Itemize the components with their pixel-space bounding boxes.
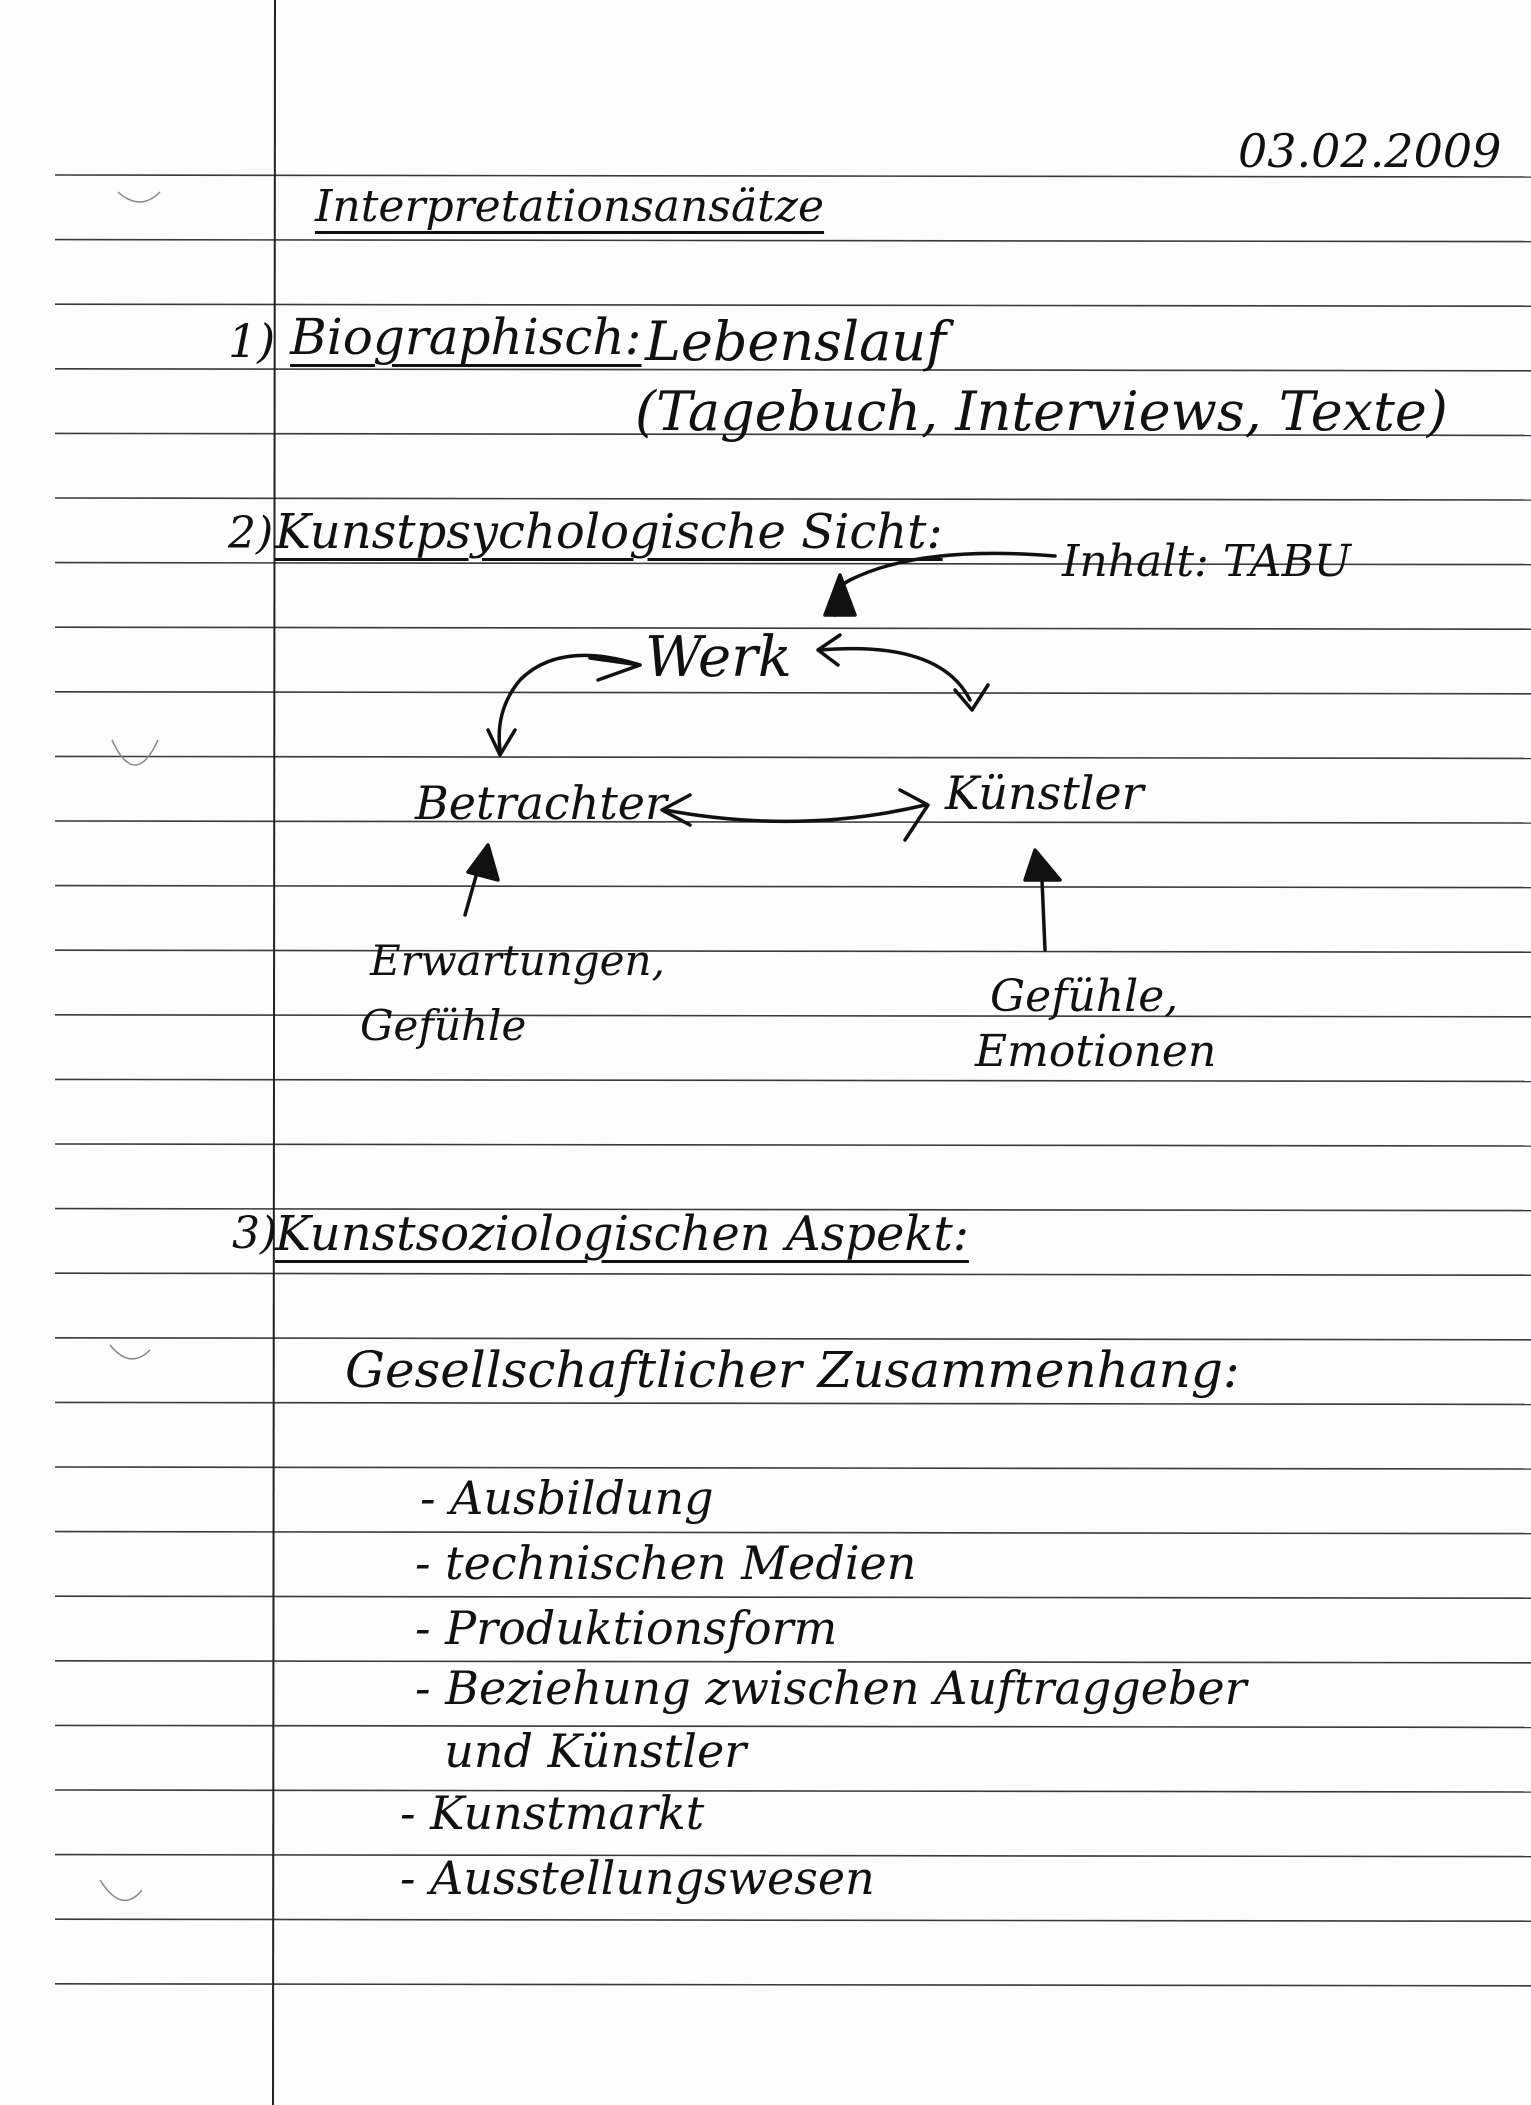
ruled-line [54,1143,1531,1147]
margin-line [272,0,276,2105]
ruled-line [54,1918,1531,1922]
punch-hole-4 [99,1879,143,1902]
section-2-heading: Kunstpsychologische Sicht: [275,504,943,560]
werk-label: Werk [645,625,792,690]
ruled-line [54,1983,1531,1987]
ruled-line [54,561,1531,566]
ruled-line [54,690,1531,695]
list-item: und Künstler [415,1724,747,1778]
ruled-line [54,1789,1531,1793]
page-title: Interpretationsansätze [315,181,825,232]
section-3-subheading: Gesellschaftlicher Zusammenhang: [345,1341,1240,1399]
ruled-line [54,1013,1531,1018]
section-1-number: 1) [228,314,276,368]
section-3-heading: Kunstsoziologischen Aspekt: [275,1206,969,1262]
ruled-line [54,884,1531,889]
section-2-number: 2) [228,508,274,559]
list-item: - Ausbildung [420,1471,714,1525]
ruled-line [54,1337,1531,1341]
ruled-line [54,497,1531,501]
list-item: - Ausstellungswesen [400,1851,875,1905]
ruled-line [54,1853,1531,1858]
ruled-line [54,1207,1531,1212]
ruled-line [54,238,1531,243]
ruled-line [54,367,1531,372]
left-note-line-1: Erwartungen, [370,936,665,985]
right-note-line-2: Emotionen [975,1026,1217,1077]
list-item: - Produktionsform [415,1601,838,1655]
ruled-line [54,820,1531,824]
list-item: - technischen Medien [415,1536,917,1590]
ruled-line [54,1272,1531,1276]
ruled-line [54,1078,1531,1083]
ruled-line [54,432,1531,437]
ruled-line [54,174,1531,178]
ruled-line [54,1530,1531,1535]
ruled-line [54,626,1531,631]
section-1-line-2: (Tagebuch, Interviews, Texte) [635,380,1448,443]
left-note-line-2: Gefühle [360,1001,527,1050]
ruled-line [54,1466,1531,1470]
section-1-line-1: Lebenslauf [645,310,947,373]
ruled-line [54,1724,1531,1729]
punch-hole-3 [109,1344,151,1360]
list-item: - Beziehung zwischen Auftraggeber [415,1661,1247,1715]
ruled-line [54,949,1531,954]
ruled-line [54,755,1531,760]
section-1-heading: Biographisch: [290,308,642,366]
list-item: - Kunstmarkt [400,1786,705,1840]
ruled-line [54,1595,1531,1599]
inhalt-label: Inhalt: TABU [1062,536,1351,587]
ruled-line [54,303,1531,308]
ruled-line [54,1660,1531,1664]
date: 03.02.2009 [1238,124,1502,178]
punch-hole-1 [117,191,161,203]
section-3-number: 3) [232,1208,278,1259]
kuenstler-label: Künstler [945,766,1144,820]
betrachter-label: Betrachter [415,776,668,830]
punch-hole-2 [111,739,159,766]
right-note-line-1: Gefühle, [990,971,1179,1022]
ruled-line [54,1401,1531,1406]
